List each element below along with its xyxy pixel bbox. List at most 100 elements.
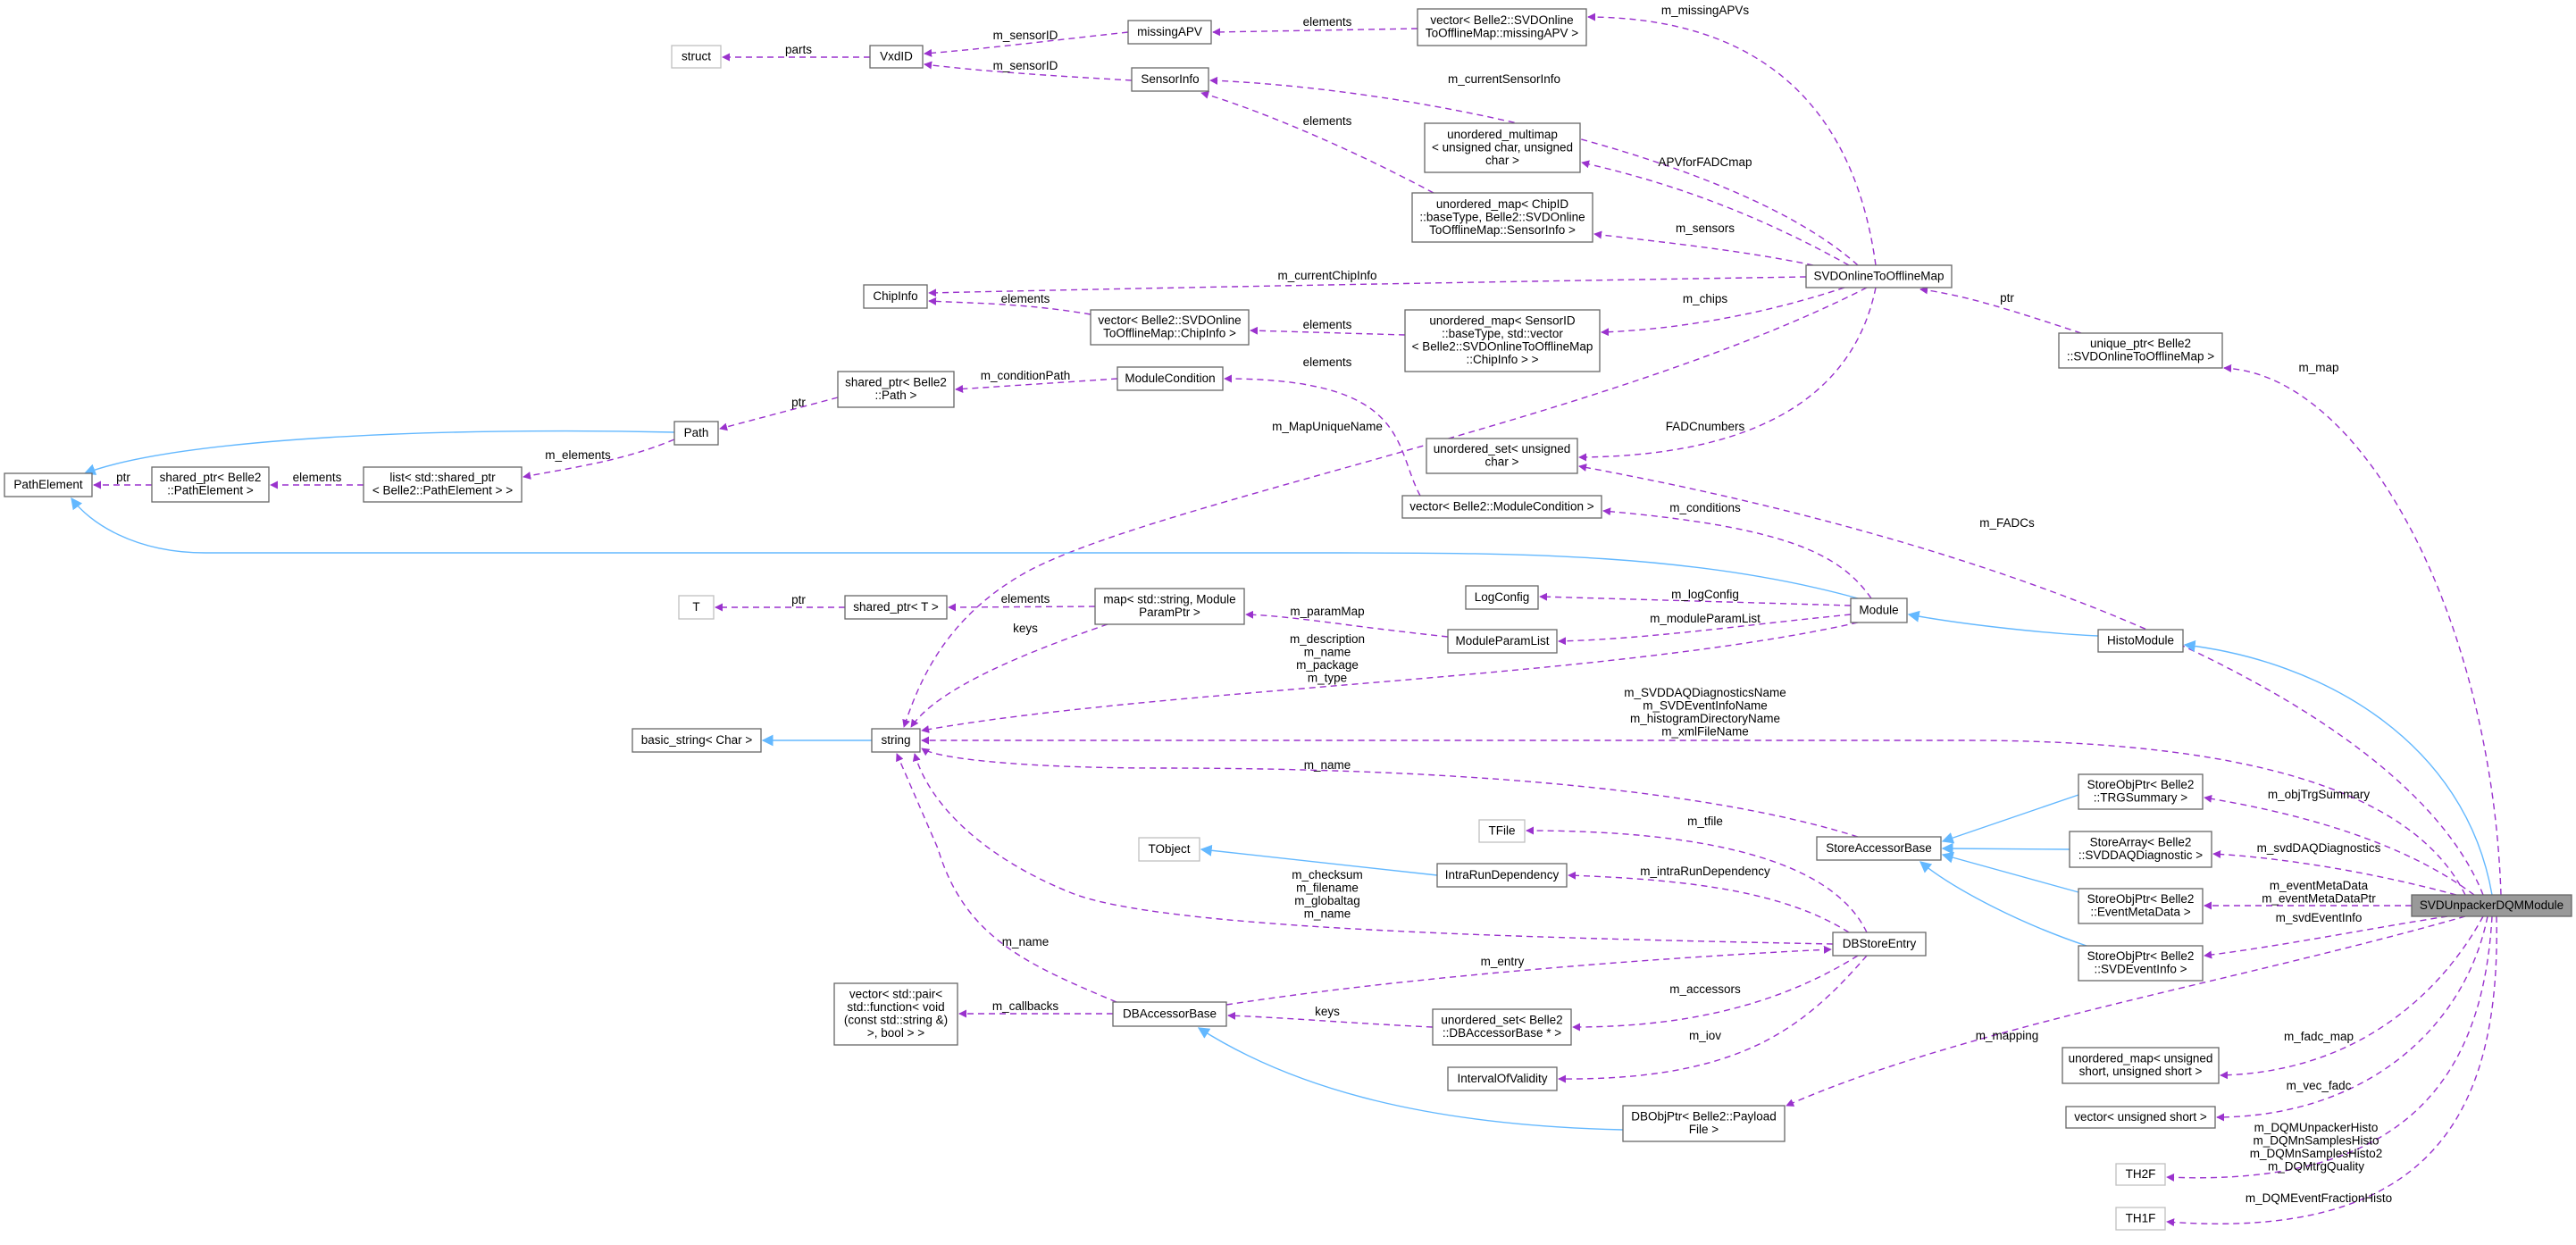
node-box[interactable] — [869, 45, 924, 69]
class-node-TH2F[interactable]: TH2F — [2115, 1163, 2166, 1186]
node-box[interactable] — [673, 421, 719, 446]
class-node-TRGSummary[interactable]: StoreObjPtr< Belle2::TRGSummary > — [2078, 773, 2204, 810]
class-node-TFile[interactable]: TFile — [1478, 819, 1526, 843]
class-node-SVDDAQDiag[interactable]: StoreArray< Belle2::SVDDAQDiagnostic > — [2069, 831, 2212, 868]
class-node-string[interactable]: string — [871, 728, 921, 753]
node-box[interactable] — [2065, 1106, 2216, 1129]
class-node-sharedPtrPE[interactable]: shared_ptr< Belle2::PathElement > — [151, 466, 270, 503]
class-node-Path[interactable]: Path — [673, 421, 719, 446]
class-node-Module[interactable]: Module — [1850, 597, 1908, 623]
node-box[interactable] — [1411, 192, 1593, 243]
node-box[interactable] — [2115, 1163, 2166, 1186]
node-box[interactable] — [2097, 629, 2184, 653]
class-node-vecModuleCondition[interactable]: vector< Belle2::ModuleCondition > — [1401, 495, 1602, 519]
node-box[interactable] — [1127, 20, 1212, 45]
usage-edge-ModuleParamList-to-mapParam — [1245, 610, 1449, 638]
class-node-SVDOnline[interactable]: SVDOnlineToOfflineMap — [1805, 264, 1953, 288]
class-node-HistoModule[interactable]: HistoModule — [2097, 629, 2184, 653]
node-box[interactable] — [671, 45, 722, 69]
class-node-DBAccessorBase[interactable]: DBAccessorBase — [1112, 1001, 1227, 1027]
class-node-vecMissingAPV[interactable]: vector< Belle2::SVDOnlineToOfflineMap::m… — [1417, 8, 1587, 46]
node-box[interactable] — [678, 595, 715, 620]
class-node-DBStoreEntry[interactable]: DBStoreEntry — [1832, 932, 1927, 957]
node-box[interactable] — [1447, 629, 1558, 654]
node-label: vector< unsigned short > — [2074, 1110, 2207, 1124]
class-node-umultimap[interactable]: unordered_multimap< unsigned char, unsig… — [1424, 122, 1581, 173]
class-node-sharedPtrPath[interactable]: shared_ptr< Belle2::Path > — [837, 371, 955, 408]
node-box[interactable] — [1816, 836, 1942, 861]
node-box[interactable] — [2078, 888, 2204, 924]
node-box[interactable] — [1832, 932, 1927, 957]
class-node-sharedPtrT[interactable]: shared_ptr< T > — [844, 595, 948, 620]
class-node-VxdID[interactable]: VxdID — [869, 45, 924, 69]
node-box[interactable] — [1094, 588, 1245, 625]
node-box[interactable] — [844, 595, 948, 620]
node-box[interactable] — [1805, 264, 1953, 288]
node-box[interactable] — [1404, 309, 1601, 372]
node-box[interactable] — [1131, 67, 1209, 92]
node-box[interactable] — [2069, 831, 2212, 868]
node-box[interactable] — [4, 472, 93, 497]
node-box[interactable] — [2078, 773, 2204, 810]
usage-edge-umapSensorID-to-vecChipInfo — [1250, 326, 1406, 336]
class-node-uniquePtr[interactable]: unique_ptr< Belle2::SVDOnlineToOfflineMa… — [2058, 332, 2223, 369]
class-node-usetDBAB[interactable]: unordered_set< Belle2::DBAccessorBase * … — [1432, 1008, 1572, 1046]
class-node-basicString[interactable]: basic_string< Char > — [631, 728, 762, 753]
node-box[interactable] — [833, 982, 958, 1046]
class-node-T[interactable]: T — [678, 595, 715, 620]
node-box[interactable] — [1138, 837, 1200, 862]
class-node-LogConfig[interactable]: LogConfig — [1465, 585, 1539, 610]
node-box[interactable] — [1117, 366, 1224, 391]
class-node-ModuleCondition[interactable]: ModuleCondition — [1117, 366, 1224, 391]
node-box[interactable] — [1401, 495, 1602, 519]
class-node-IOV[interactable]: IntervalOfValidity — [1447, 1066, 1558, 1091]
node-box[interactable] — [1417, 8, 1587, 46]
class-node-vecUShort[interactable]: vector< unsigned short > — [2065, 1106, 2216, 1129]
class-node-SensorInfo[interactable]: SensorInfo — [1131, 67, 1209, 92]
class-node-IntraRun[interactable]: IntraRunDependency — [1436, 863, 1568, 888]
node-box[interactable] — [1465, 585, 1539, 610]
node-box[interactable] — [1436, 863, 1568, 888]
node-label: ::SVDOnlineToOfflineMap > — [2067, 350, 2214, 363]
node-box[interactable] — [1850, 597, 1908, 623]
node-box[interactable] — [871, 728, 921, 753]
node-box[interactable] — [863, 284, 928, 309]
class-node-struct[interactable]: struct — [671, 45, 722, 69]
node-box[interactable] — [1447, 1066, 1558, 1091]
class-node-umapSensorID[interactable]: unordered_map< SensorID::baseType, std::… — [1404, 309, 1601, 372]
node-box[interactable] — [2058, 332, 2223, 369]
node-box[interactable] — [1478, 819, 1526, 843]
node-box[interactable] — [2078, 945, 2204, 982]
node-box[interactable] — [2115, 1207, 2166, 1231]
class-node-EventMetaData[interactable]: StoreObjPtr< Belle2::EventMetaData > — [2078, 888, 2204, 924]
node-box[interactable] — [1112, 1001, 1227, 1027]
class-node-missingAPV[interactable]: missingAPV — [1127, 20, 1212, 45]
class-node-vecChipInfo[interactable]: vector< Belle2::SVDOnlineToOfflineMap::C… — [1090, 309, 1250, 346]
node-box[interactable] — [1432, 1008, 1572, 1046]
node-box[interactable] — [363, 466, 523, 503]
node-box[interactable] — [2062, 1047, 2220, 1084]
node-box[interactable] — [837, 371, 955, 408]
class-node-StoreAccessorBase[interactable]: StoreAccessorBase — [1816, 836, 1942, 861]
class-node-ModuleParamList[interactable]: ModuleParamList — [1447, 629, 1558, 654]
class-node-TObject[interactable]: TObject — [1138, 837, 1200, 862]
class-node-SVDEventInfo[interactable]: StoreObjPtr< Belle2::SVDEventInfo > — [2078, 945, 2204, 982]
node-box[interactable] — [2411, 894, 2572, 917]
node-box[interactable] — [631, 728, 762, 753]
class-node-umapChipID[interactable]: unordered_map< ChipID::baseType, Belle2:… — [1411, 192, 1593, 243]
node-box[interactable] — [151, 466, 270, 503]
class-node-vecPair[interactable]: vector< std::pair<std::function< void(co… — [833, 982, 958, 1046]
class-node-ChipInfo[interactable]: ChipInfo — [863, 284, 928, 309]
class-node-PathElement[interactable]: PathElement — [4, 472, 93, 497]
node-box[interactable] — [1426, 438, 1578, 474]
node-box[interactable] — [1424, 122, 1581, 173]
node-box[interactable] — [1090, 309, 1250, 346]
class-node-listPE[interactable]: list< std::shared_ptr< Belle2::PathEleme… — [363, 466, 523, 503]
node-box[interactable] — [1622, 1105, 1786, 1142]
class-node-TH1F[interactable]: TH1F — [2115, 1207, 2166, 1231]
class-node-SVDUnpacker[interactable]: SVDUnpackerDQMModule — [2411, 894, 2572, 917]
